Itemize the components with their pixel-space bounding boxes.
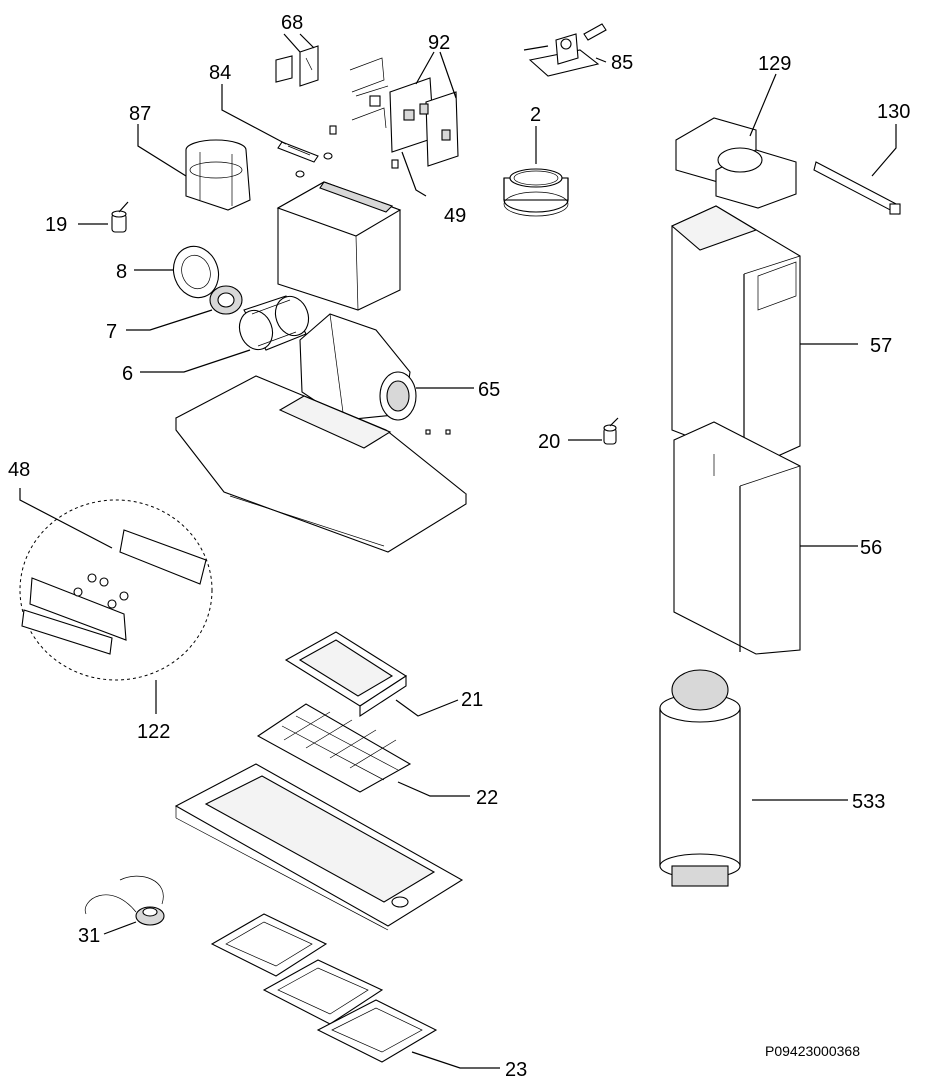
label-31: 31	[78, 925, 100, 947]
label-68: 68	[281, 12, 303, 34]
part-2-flange	[503, 168, 569, 217]
part-motor-box	[276, 181, 402, 311]
part-533-cylinder	[659, 669, 741, 887]
part-57-upper-chimney	[670, 205, 801, 470]
leader-lines	[19, 33, 897, 1069]
part-8-plate	[172, 245, 220, 299]
label-533: 533	[852, 791, 885, 813]
label-2: 2	[530, 104, 541, 126]
part-plate-pieces	[349, 57, 389, 129]
label-19: 19	[45, 214, 67, 236]
part-56-lower-chimney	[673, 421, 801, 655]
part-130-rod	[813, 161, 901, 215]
part-labels: 68 92 85 84 87 2 129 130 49 19 8 7 6 65 …	[8, 12, 910, 1081]
label-21: 21	[461, 689, 483, 711]
label-7: 7	[106, 321, 117, 343]
label-49: 49	[444, 205, 466, 227]
part-31-lamp	[84, 875, 165, 926]
part-92-plates	[329, 77, 459, 169]
label-92: 92	[428, 32, 450, 54]
label-87: 87	[129, 103, 151, 125]
label-84: 84	[209, 62, 231, 84]
label-65: 65	[478, 379, 500, 401]
part-87-fan-housing	[185, 139, 251, 211]
part-20-capacitor	[603, 417, 619, 445]
label-22: 22	[476, 787, 498, 809]
part-21-tray	[284, 631, 408, 718]
drawing-code: P09423000368	[765, 1043, 860, 1059]
part-7-motor	[209, 285, 243, 315]
label-56: 56	[860, 537, 882, 559]
part-68-bracket	[275, 45, 319, 87]
part-122-control-group	[19, 499, 213, 681]
label-85: 85	[611, 52, 633, 74]
part-22-grid-filter	[256, 703, 412, 793]
part-hood-canopy	[175, 375, 467, 553]
label-6: 6	[122, 363, 133, 385]
part-lower-panel	[174, 763, 464, 931]
part-23-grease-filters	[210, 913, 438, 1063]
part-65-scroll	[299, 313, 417, 421]
part-6-impeller	[238, 295, 310, 351]
part-129-adaptor	[675, 117, 797, 209]
label-48: 48	[8, 459, 30, 481]
label-57: 57	[870, 335, 892, 357]
label-23: 23	[505, 1059, 527, 1081]
label-129: 129	[758, 53, 791, 75]
label-8: 8	[116, 261, 127, 283]
part-19-capacitor	[111, 201, 129, 233]
part-85-hinge	[523, 23, 607, 77]
label-130: 130	[877, 101, 910, 123]
part-84-terminal	[277, 141, 333, 178]
label-20: 20	[538, 431, 560, 453]
label-122: 122	[137, 721, 170, 743]
